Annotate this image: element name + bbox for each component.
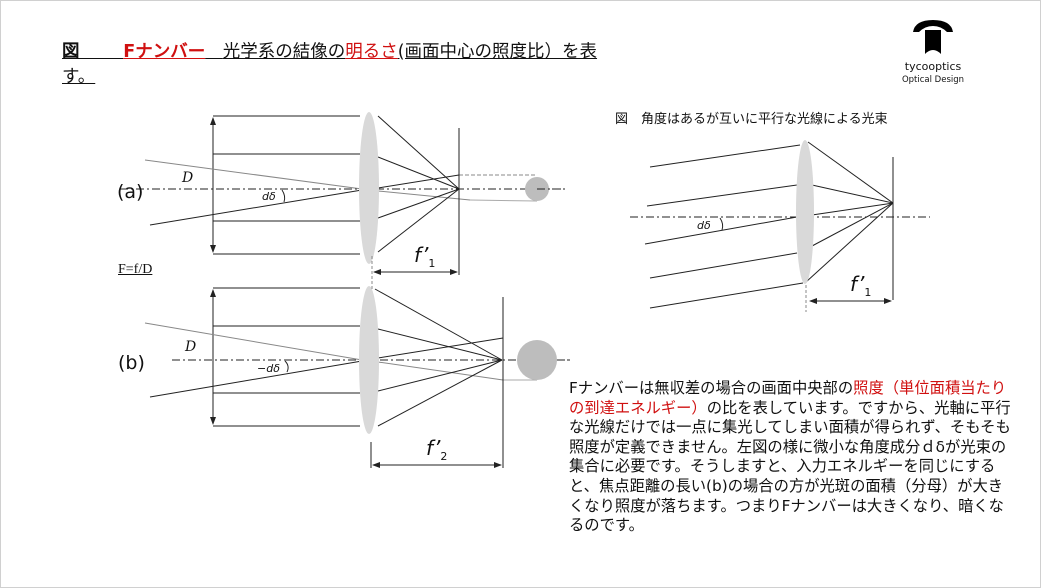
focal-subscript: 1 [428, 257, 436, 270]
focal-subscript: 2 [440, 450, 448, 463]
right-diagram-caption: 図 角度はあるが互いに平行な光線による光束 [615, 112, 888, 127]
focal-symbol: f’ [850, 272, 865, 296]
f-number-formula: F=f/D [118, 262, 153, 277]
title-term: Fナンバー [123, 42, 206, 62]
title-suffix: (画面中心の照度比）を表す。 [62, 42, 598, 87]
aperture-label-b: D [185, 339, 197, 355]
focal-label-right: f’1 [850, 272, 871, 299]
diagram-b-label: (b) [118, 352, 145, 374]
body-part1: Fナンバーは無収差の場合の画面中央部の [569, 379, 854, 397]
title-highlight: 明るさ [345, 42, 398, 62]
body-part2: の比を表しています。ですから、光軸に平行な光線だけでは一点に集光してしまい面積が… [569, 398, 1011, 535]
logo-subtitle: Optical Design [901, 75, 965, 85]
aperture-label-a: D [182, 170, 194, 186]
diagram-right [630, 140, 930, 312]
logo-name: tycooptics [904, 60, 962, 73]
focal-label-b: f’2 [426, 436, 447, 463]
angle-label-b: −dδ [257, 362, 280, 375]
title-middle: 光学系の結像の [222, 42, 346, 62]
diagram-b [144, 286, 572, 468]
slide-title: 図 Fナンバー 光学系の結像の明るさ(画面中心の照度比）を表す。 [62, 40, 622, 90]
angle-label-right: dδ [697, 219, 711, 232]
logo: tycooptics Optical Design [898, 18, 968, 85]
body-highlight: 照度（単位面積当たりの到達エネルギー） [569, 379, 1007, 417]
title-prefix: 図 [62, 42, 80, 62]
focal-label-a: f’1 [414, 243, 435, 270]
focal-symbol: f’ [426, 436, 441, 460]
diagram-a [120, 112, 565, 292]
diagram-a-label: (a) [117, 181, 144, 203]
explanation-text: Fナンバーは無収差の場合の画面中央部の照度（単位面積当たりの到達エネルギー）の比… [569, 379, 1014, 536]
angle-label-a: dδ [262, 190, 276, 203]
focal-subscript: 1 [864, 286, 872, 299]
logo-mark-icon [913, 20, 953, 54]
lens [359, 112, 379, 264]
focal-symbol: f’ [414, 243, 429, 267]
